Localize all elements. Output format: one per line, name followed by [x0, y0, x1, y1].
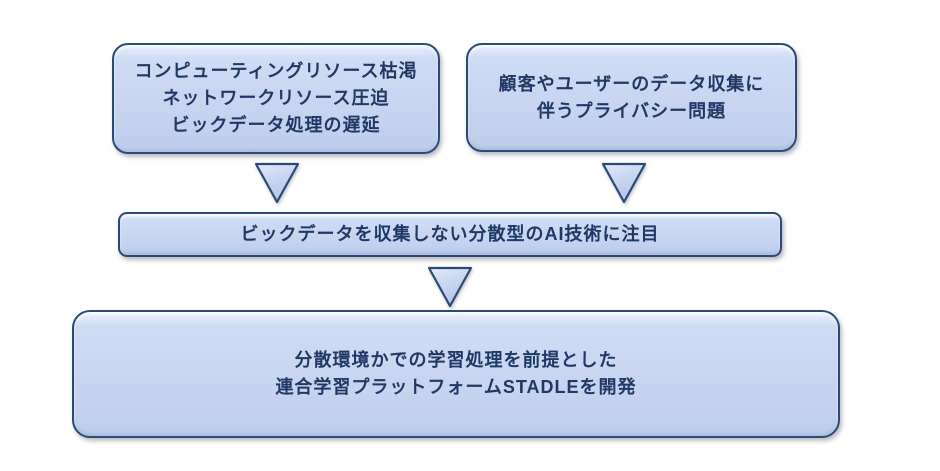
box-line: 連合学習プラットフォームSTADLEを開発	[275, 377, 637, 397]
box-line: 顧客やユーザーのデータ収集に	[498, 73, 765, 94]
box-stadle-development: 分散環境かでの学習処理を前提とした 連合学習プラットフォームSTADLEを開発	[72, 310, 840, 438]
down-arrow-icon	[254, 162, 300, 204]
box-line: ビックデータ処理の遅延	[171, 115, 381, 135]
box-line: コンピューティングリソース枯渇	[134, 61, 418, 81]
down-arrow-icon	[601, 162, 647, 204]
box-privacy-issues: 顧客やユーザーのデータ収集に 伴うプライバシー問題	[466, 43, 797, 152]
box-line: ネットワークリソース圧迫	[162, 88, 390, 108]
box-line: ビックデータを収集しない分散型のAI技術に注目	[240, 224, 660, 244]
box-computing-issues: コンピューティングリソース枯渇 ネットワークリソース圧迫 ビックデータ処理の遅延	[112, 43, 440, 154]
box-line: 伴うプライバシー問題	[536, 100, 727, 121]
box-line: 分散環境かでの学習処理を前提とした	[294, 350, 618, 370]
down-arrow-icon	[427, 266, 473, 308]
box-distributed-ai-focus: ビックデータを収集しない分散型のAI技術に注目	[118, 212, 782, 257]
